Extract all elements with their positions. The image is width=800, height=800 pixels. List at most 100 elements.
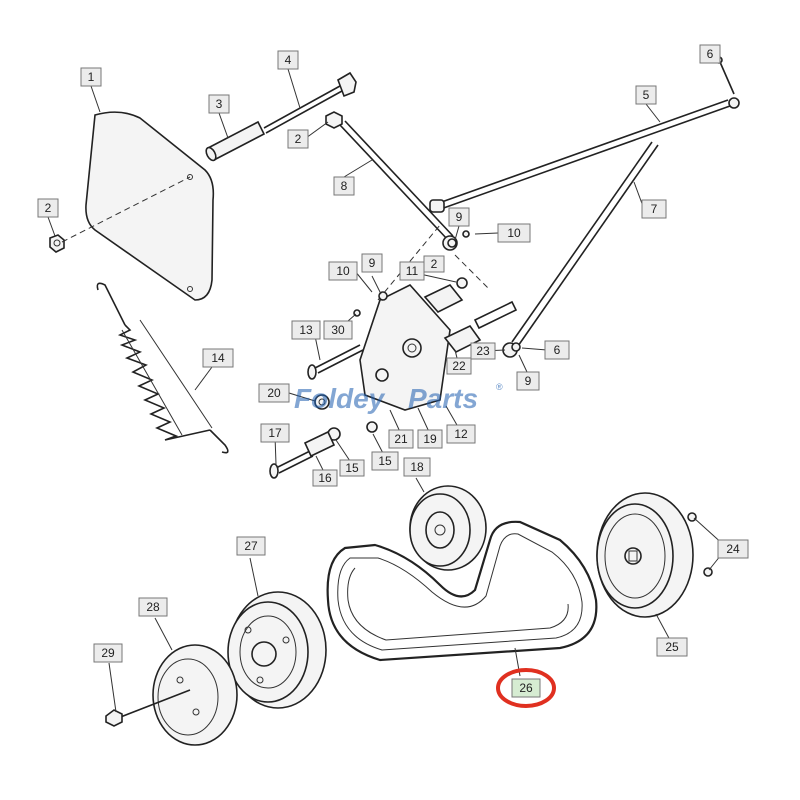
callout-9-top[interactable]: 9 [448, 207, 470, 227]
svg-text:22: 22 [452, 359, 466, 373]
bracket-dash-2 [454, 254, 491, 291]
drive-belt [326, 520, 598, 662]
callout-9-right[interactable]: 9 [516, 371, 540, 391]
svg-text:9: 9 [525, 374, 532, 388]
pulley-left [227, 591, 327, 709]
svg-text:24: 24 [726, 542, 740, 556]
watermark-registered: ® [496, 382, 503, 392]
svg-text:3: 3 [216, 97, 223, 111]
callout-10-left[interactable]: 10 [328, 261, 358, 281]
callout-16[interactable]: 16 [312, 469, 338, 487]
svg-text:13: 13 [299, 323, 313, 337]
set-screws [687, 512, 713, 577]
svg-text:11: 11 [406, 264, 419, 278]
svg-text:27: 27 [244, 539, 258, 553]
svg-text:21: 21 [394, 432, 408, 446]
callout-22[interactable]: 22 [446, 357, 472, 375]
callout-15-right[interactable]: 15 [371, 451, 399, 471]
watermark-text-2: Parts [408, 383, 478, 414]
callout-14[interactable]: 14 [202, 348, 234, 368]
svg-text:2: 2 [431, 257, 438, 271]
svg-text:18: 18 [410, 460, 424, 474]
svg-text:6: 6 [707, 47, 714, 61]
svg-text:9: 9 [369, 256, 376, 270]
callout-25[interactable]: 25 [656, 637, 688, 657]
callout-24[interactable]: 24 [717, 539, 749, 559]
idler-pulley [409, 485, 487, 571]
diagonal-rod [502, 141, 659, 358]
callout-27[interactable]: 27 [236, 536, 266, 556]
callout-15-left[interactable]: 15 [339, 459, 365, 477]
watermark-text-1: Foldey [294, 383, 386, 414]
long-bolt [263, 71, 357, 134]
svg-text:23: 23 [476, 344, 490, 358]
svg-text:25: 25 [665, 640, 679, 654]
svg-text:12: 12 [454, 427, 468, 441]
brand-watermark: Foldey Parts ® [294, 382, 503, 414]
callout-21[interactable]: 21 [388, 429, 414, 449]
cover-plate [85, 111, 215, 301]
callout-6-top[interactable]: 6 [699, 44, 721, 64]
callout-18[interactable]: 18 [403, 457, 431, 477]
callout-9-mid[interactable]: 9 [361, 253, 383, 273]
callout-2-left[interactable]: 2 [37, 198, 59, 218]
callout-29[interactable]: 29 [93, 643, 123, 663]
callout-8[interactable]: 8 [333, 176, 355, 196]
svg-text:9: 9 [456, 210, 463, 224]
callout-30[interactable]: 30 [323, 320, 353, 340]
svg-text:14: 14 [211, 351, 225, 365]
spacer-tube [205, 120, 266, 162]
bolt-17 [269, 430, 336, 479]
svg-text:10: 10 [336, 264, 350, 278]
callout-2-mid[interactable]: 2 [423, 255, 445, 273]
callout-10-right[interactable]: 10 [497, 223, 531, 243]
callout-7[interactable]: 7 [641, 199, 667, 219]
callout-1[interactable]: 1 [80, 67, 102, 87]
svg-text:5: 5 [643, 88, 650, 102]
callout-17[interactable]: 17 [260, 423, 290, 443]
svg-text:26: 26 [519, 681, 533, 695]
svg-text:10: 10 [507, 226, 521, 240]
svg-text:15: 15 [345, 461, 359, 475]
svg-text:29: 29 [101, 646, 115, 660]
svg-text:8: 8 [341, 179, 348, 193]
long-rod [429, 97, 740, 213]
callout-19[interactable]: 19 [417, 429, 443, 449]
nut-left [49, 234, 65, 253]
svg-text:2: 2 [45, 201, 52, 215]
svg-text:6: 6 [554, 343, 561, 357]
svg-text:17: 17 [268, 426, 282, 440]
svg-text:7: 7 [651, 202, 658, 216]
svg-text:30: 30 [331, 323, 345, 337]
callout-13[interactable]: 13 [291, 320, 321, 340]
svg-text:4: 4 [285, 53, 292, 67]
pulley-right [596, 492, 694, 618]
callout-2-top[interactable]: 2 [287, 129, 309, 149]
bolt-29 [105, 689, 191, 727]
svg-text:19: 19 [423, 432, 437, 446]
callout-4[interactable]: 4 [277, 50, 299, 70]
callout-12[interactable]: 12 [446, 424, 476, 444]
callout-28[interactable]: 28 [138, 597, 168, 617]
extension-spring [96, 282, 229, 454]
bolt-axis-dash [61, 176, 191, 243]
callout-20[interactable]: 20 [258, 383, 290, 403]
svg-text:20: 20 [267, 386, 281, 400]
callout-11[interactable]: 11 [399, 261, 425, 281]
idler-bracket [359, 284, 518, 411]
callout-5[interactable]: 5 [635, 85, 657, 105]
callout-labels: 1 2 3 4 2 8 5 6 7 9 10 9 10 11 2 13 30 1… [37, 44, 749, 698]
callout-3[interactable]: 3 [208, 94, 230, 114]
svg-text:2: 2 [295, 132, 302, 146]
callout-23[interactable]: 23 [470, 342, 496, 360]
callout-6-mid[interactable]: 6 [544, 340, 570, 360]
highlight-ring [496, 668, 556, 708]
bracket-dash [377, 224, 441, 301]
svg-text:1: 1 [88, 70, 95, 84]
callout-26[interactable]: 26 [511, 678, 541, 698]
svg-text:15: 15 [378, 454, 392, 468]
bolt-13 [307, 344, 364, 380]
sheave-hub [152, 644, 238, 746]
svg-text:16: 16 [318, 471, 332, 485]
